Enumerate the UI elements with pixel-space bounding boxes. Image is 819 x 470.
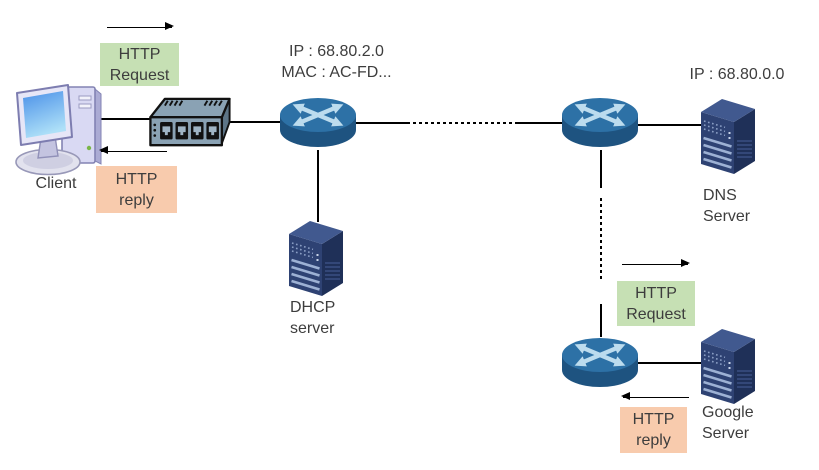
router1-icon [277, 93, 359, 155]
google-reply-arrow [621, 392, 689, 401]
dns-server-icon [699, 95, 757, 175]
client-request-arrow [107, 22, 174, 31]
http-reply-box-google: HTTP reply [620, 407, 687, 453]
switch-icon [147, 95, 233, 151]
dhcp-server-icon [287, 217, 345, 297]
dhcp-label-line1: DHCP [290, 299, 336, 316]
http-reply-text-line1: HTTP [632, 411, 675, 428]
router1-ip-text: IP : 68.80.2.0 [289, 43, 384, 60]
client-label: Client [35, 175, 77, 192]
http-request-text-line1: HTTP [118, 45, 161, 63]
dhcp-server-label: DHCP server [290, 297, 335, 339]
link-router2-dns [637, 124, 703, 126]
wan-dashed-link-horizontal [407, 122, 515, 124]
http-reply-text-line2: reply [119, 191, 154, 209]
http-request-box-client: HTTP Request [100, 43, 179, 86]
link-up-router3 [600, 304, 602, 337]
link-router3-google [637, 362, 703, 364]
http-reply-text-line2: reply [636, 432, 671, 449]
http-reply-box-client: HTTP reply [96, 166, 177, 213]
dhcp-label-line2: server [290, 320, 335, 337]
link-router1-wan [355, 122, 407, 124]
router2-icon [559, 93, 641, 155]
router1-mac-text: MAC : AC-FD... [281, 64, 392, 81]
http-request-box-google: HTTP Request [617, 281, 695, 326]
link-switch-router1 [225, 121, 285, 123]
google-server-label: Google Server [702, 402, 754, 444]
google-server-icon [699, 325, 757, 405]
wan-dashed-link-vertical [600, 198, 602, 282]
link-wan-router2 [515, 122, 565, 124]
google-request-arrow [622, 259, 690, 268]
dns-label-line1: DNS [703, 187, 737, 204]
link-router1-dhcp [317, 150, 319, 222]
http-request-text-line2: Request [109, 66, 170, 84]
http-reply-text-line1: HTTP [115, 170, 158, 188]
google-label-line2: Server [702, 425, 750, 442]
dns-server-label: DNS Server [703, 185, 750, 227]
dns-ip-label: IP : 68.80.0.0 [689, 66, 785, 83]
google-label-line1: Google [702, 404, 754, 421]
link-router2-down [600, 150, 602, 188]
client-pc-icon [13, 80, 105, 176]
router3-icon [559, 333, 641, 395]
dns-label-line2: Server [703, 208, 751, 225]
http-request-text-line1: HTTP [635, 284, 677, 302]
http-request-text-line2: Request [626, 305, 686, 323]
router1-address-label: IP : 68.80.2.0 MAC : AC-FD... [259, 41, 414, 83]
link-client-switch [92, 118, 154, 120]
client-reply-arrow [99, 146, 167, 155]
